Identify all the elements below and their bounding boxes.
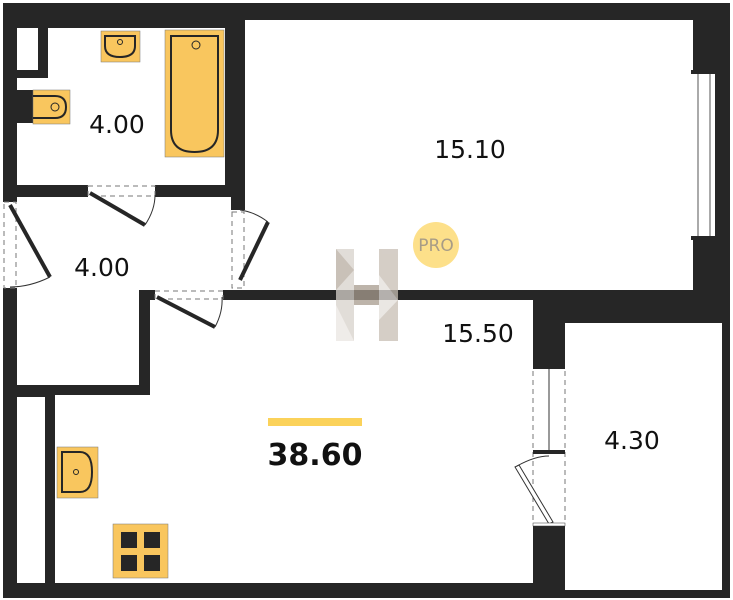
door-bedroom[interactable] bbox=[238, 209, 270, 281]
pro-badge bbox=[413, 222, 459, 268]
niche-wall bbox=[17, 70, 48, 78]
niche-wall bbox=[38, 28, 48, 78]
bathroom-sink bbox=[100, 30, 141, 63]
brand-logo bbox=[336, 249, 398, 341]
balcony-window-door[interactable] bbox=[514, 365, 566, 527]
door-bathroom[interactable] bbox=[88, 191, 156, 227]
pro-badge-label: PRO bbox=[418, 236, 453, 256]
stove bbox=[112, 523, 169, 579]
kitchen-sink bbox=[56, 446, 99, 499]
door-entrance[interactable] bbox=[8, 204, 52, 288]
total-area: 38.60 bbox=[268, 438, 363, 473]
bathroom-area: 4.00 bbox=[89, 110, 145, 139]
closet-floor bbox=[17, 397, 45, 583]
toilet-tank bbox=[17, 90, 33, 123]
bedroom-area: 15.10 bbox=[434, 135, 506, 164]
hallway-area: 4.00 bbox=[74, 253, 130, 282]
bedroom-floor bbox=[245, 20, 693, 290]
bathtub bbox=[164, 29, 225, 158]
kitchen-floor bbox=[150, 300, 533, 583]
window-bedroom bbox=[691, 70, 717, 240]
hallway-floor-lower bbox=[17, 288, 139, 385]
door-kitchen[interactable] bbox=[156, 295, 223, 329]
toilet bbox=[32, 89, 71, 125]
total-accent-bar bbox=[268, 418, 362, 426]
kitchen-living-area: 15.50 bbox=[442, 319, 514, 348]
balcony-floor bbox=[565, 323, 722, 590]
balcony-area: 4.30 bbox=[604, 426, 660, 455]
door-dashes bbox=[3, 185, 566, 525]
